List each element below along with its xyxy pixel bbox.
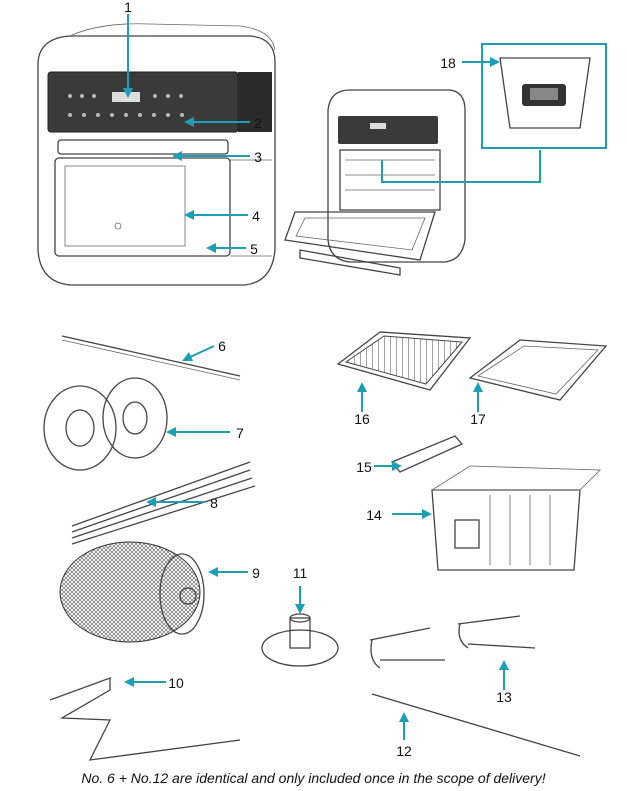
label-17: 17	[470, 411, 486, 427]
inset-18	[481, 43, 607, 149]
label-13: 13	[496, 689, 512, 705]
callout-arrows	[123, 14, 509, 740]
part-15-tongs	[390, 435, 464, 473]
part-12-rod	[371, 693, 581, 757]
label-10: 10	[168, 675, 184, 691]
label-16: 16	[354, 411, 370, 427]
label-12: 12	[396, 743, 412, 759]
part-10-handle	[49, 677, 241, 761]
label-6: 6	[218, 338, 226, 354]
label-3: 3	[254, 149, 262, 165]
label-5: 5	[250, 241, 258, 257]
part-13-forks	[369, 615, 536, 669]
part-16-rack	[336, 331, 472, 391]
label-15: 15	[356, 459, 372, 475]
label-2: 2	[254, 115, 262, 131]
oven-main	[37, 23, 276, 286]
label-18: 18	[440, 55, 456, 71]
label-14: 14	[366, 507, 382, 523]
label-8: 8	[210, 495, 218, 511]
label-11: 11	[292, 565, 308, 581]
part-7-wheels	[43, 377, 168, 471]
footnote: No. 6 + No.12 are identical and only inc…	[81, 770, 546, 786]
label-7: 7	[236, 425, 244, 441]
part-14-basket	[430, 465, 601, 571]
label-9: 9	[252, 565, 260, 581]
label-4: 4	[252, 208, 260, 224]
label-1: 1	[124, 0, 132, 15]
oven-open-door	[284, 89, 541, 276]
part-6-rod	[61, 335, 241, 381]
part-17-tray	[468, 339, 608, 401]
part-9-drum	[59, 541, 205, 643]
part-11-stand	[261, 613, 339, 667]
